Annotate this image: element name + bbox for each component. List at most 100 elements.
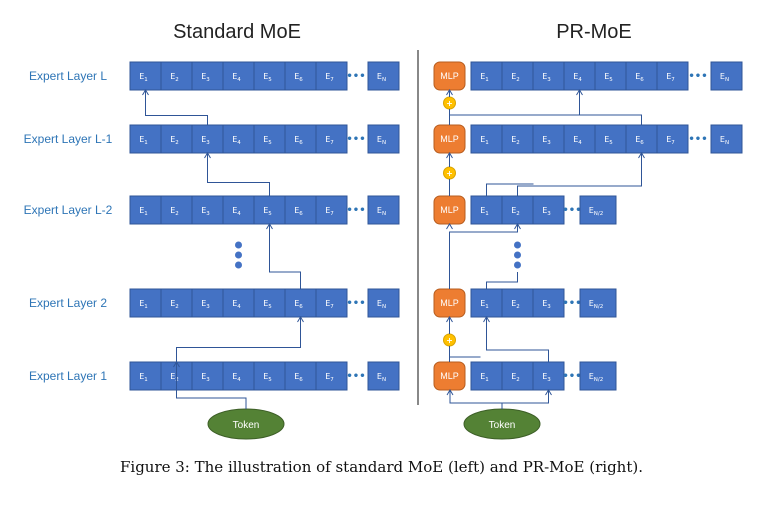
expert-box [656,124,689,154]
expert-label: E3 [201,135,210,146]
expert-box [315,124,348,154]
adder-symbol: + [446,336,453,345]
expert-label: E3 [201,372,210,383]
expert-box [532,124,565,154]
expert-label: E6 [294,299,303,310]
expert-n: EN [710,61,743,91]
expert-label: E2 [170,135,179,146]
expert-4: E4 [563,124,596,154]
expert-box [710,124,743,154]
token-label: Token [233,420,260,431]
standard-layer-row: E1 E2 E3 E4 E5 E6 E7••• EN [129,288,400,318]
expert-5: E5 [253,361,286,391]
expert-7: E7 [315,61,348,91]
expert-2: E2 [160,124,193,154]
expert-1: E1 [129,124,162,154]
expert-n: EN [367,124,400,154]
expert-box [191,288,224,318]
expert-label: E2 [170,299,179,310]
mlp-label: MLP [440,205,459,215]
expert-3: E3 [191,124,224,154]
expert-label: EN [720,135,729,146]
expert-label: E1 [480,206,489,217]
expert-1: E1 [470,288,503,318]
continuation-dot [514,261,521,269]
expert-box [253,288,286,318]
arrow-head [514,223,521,230]
expert-label: E6 [294,135,303,146]
expert-box [191,124,224,154]
expert-label: E3 [542,206,551,217]
expert-1: E1 [129,61,162,91]
expert-7: E7 [656,61,689,91]
expert-label: E5 [263,299,272,310]
expert-5: E5 [253,124,286,154]
expert-label: E7 [325,72,334,83]
expert-box [191,195,224,225]
expert-box [501,124,534,154]
adder-symbol: + [446,99,453,108]
expert-label: E1 [139,299,148,310]
expert-label: E3 [201,206,210,217]
connector-line [517,153,642,196]
expert-2: E2 [501,61,534,91]
expert-4: E4 [222,61,255,91]
expert-6: E6 [284,288,317,318]
expert-box [532,288,565,318]
expert-label: E5 [263,372,272,383]
connector-line [579,90,642,125]
expert-4: E4 [222,124,255,154]
expert-label: E7 [325,372,334,383]
expert-box [253,124,286,154]
ellipsis: ••• [346,298,365,309]
expert-box [656,61,689,91]
expert-box [222,288,255,318]
expert-box [470,195,503,225]
expert-n: EN [710,124,743,154]
arrow-head [297,316,304,323]
expert-box [253,195,286,225]
expert-1: E1 [129,195,162,225]
expert-n: EN [367,195,400,225]
continuation-dot [514,251,521,259]
expert-box [579,361,617,391]
expert-box [594,61,627,91]
expert-box [160,288,193,318]
expert-box [129,288,162,318]
expert-box [284,61,317,91]
expert-label: EN [720,72,729,83]
expert-box [470,288,503,318]
expert-4: E4 [222,361,255,391]
expert-3: E3 [191,361,224,391]
expert-4: E4 [222,195,255,225]
expert-label: EN [377,372,386,383]
expert-label: E5 [604,135,613,146]
token-label: Token [489,420,516,431]
expert-label: E7 [325,206,334,217]
connector-line [486,272,518,289]
expert-3: E3 [532,195,565,225]
expert-label: E2 [511,299,520,310]
expert-1: E1 [470,61,503,91]
mlp-label: MLP [440,298,459,308]
connector-line [176,317,301,362]
expert-6: E6 [284,124,317,154]
expert-box [470,124,503,154]
expert-box [222,361,255,391]
expert-label: E4 [232,299,241,310]
expert-3: E3 [191,288,224,318]
expert-label: E7 [666,72,675,83]
expert-label: E5 [604,72,613,83]
expert-label: E1 [480,372,489,383]
expert-6: E6 [625,124,658,154]
expert-label: EN [377,299,386,310]
expert-7: E7 [315,288,348,318]
expert-label: EN/2 [589,372,604,383]
layer-label-4: Expert Layer 2 [29,296,107,310]
